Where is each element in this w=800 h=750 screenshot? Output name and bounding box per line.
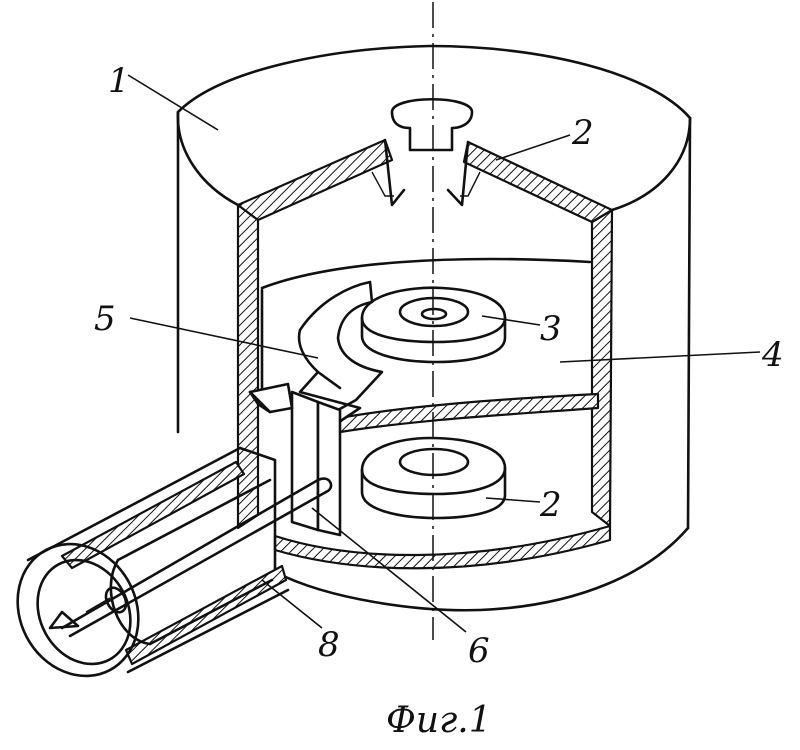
figure-caption: Фиг.1 xyxy=(386,700,492,741)
label-4: 4 xyxy=(761,335,784,375)
label-8: 8 xyxy=(318,625,340,665)
label-1: 1 xyxy=(108,61,130,101)
label-2-top: 2 xyxy=(571,113,594,153)
label-2-bottom: 2 xyxy=(539,485,562,525)
inlet-pipe xyxy=(0,448,331,697)
label-5: 5 xyxy=(94,299,116,339)
label-3: 3 xyxy=(540,309,562,349)
label-6: 6 xyxy=(468,631,490,671)
